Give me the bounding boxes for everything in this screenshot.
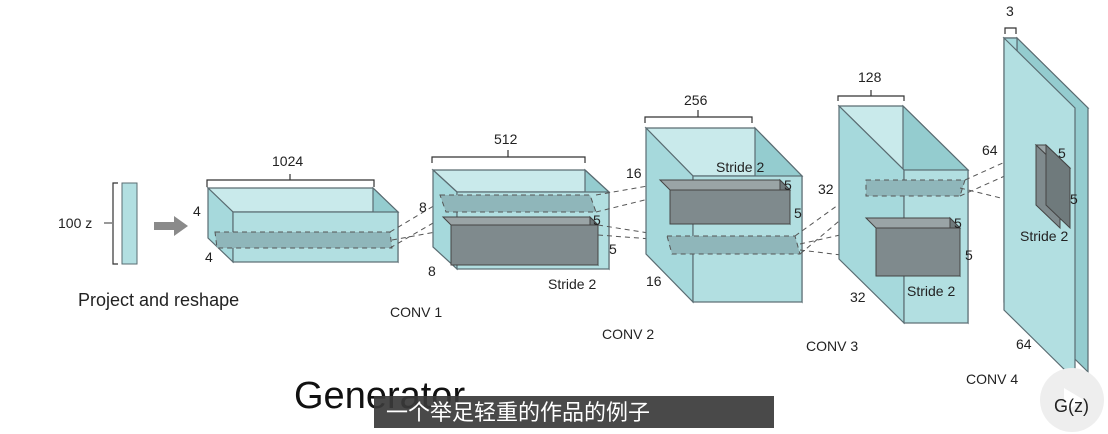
- block2-stride: Stride 2: [716, 159, 764, 175]
- block-1024: 1024 4 4: [193, 153, 400, 265]
- block2-width: 256: [684, 92, 708, 108]
- kernel-2: [658, 178, 792, 226]
- block3-height: 32: [818, 181, 834, 197]
- block-512: 512 8 8 5 5 Stride 2 CONV 1: [390, 131, 617, 320]
- block4-width: 3: [1006, 3, 1014, 19]
- block1-height: 8: [419, 199, 427, 215]
- subtitle-bar: 一个举足轻重的作品的例子: [374, 396, 774, 428]
- block4-stride: Stride 2: [1020, 228, 1068, 244]
- subtitle-text: 一个举足轻重的作品的例子: [386, 401, 650, 426]
- block4-height: 64: [982, 142, 998, 158]
- block2-kernel-w: 5: [794, 205, 802, 221]
- block2-kernel-h: 5: [784, 177, 792, 193]
- block3-depth: 32: [850, 289, 866, 305]
- input-bracket: [112, 182, 118, 265]
- block4-depth: 64: [1016, 336, 1032, 352]
- conv4-caption: CONV 4: [966, 371, 1018, 387]
- block3-width: 128: [858, 69, 882, 85]
- z-vector-bar: [121, 182, 138, 265]
- block2-depth: 16: [646, 273, 662, 289]
- block-128: 128 32 32 5 5 Stride 2 CONV 3: [806, 69, 973, 354]
- kernel-4: [1034, 143, 1072, 230]
- block1-kernel-w: 5: [609, 241, 617, 257]
- block0-width: 1024: [272, 153, 303, 169]
- conv3-caption: CONV 3: [806, 338, 858, 354]
- block3-kernel-w: 5: [965, 247, 973, 263]
- block3-kernel-h: 5: [954, 215, 962, 231]
- conv2-caption: CONV 2: [602, 326, 654, 342]
- block0-height: 4: [193, 203, 201, 219]
- kernel-1: [441, 215, 600, 267]
- block4-kernel-h: 5: [1058, 145, 1066, 161]
- block0-depth: 4: [205, 249, 213, 265]
- block-output: 3 64 64 5 5 Stride 2 CONV 4: [966, 3, 1090, 387]
- block1-kernel-h: 5: [593, 212, 601, 228]
- output-badge: G(z): [1040, 368, 1104, 432]
- block-256: 256 16 16 Stride 2 5 5 CONV 2: [602, 92, 804, 342]
- block3-stride: Stride 2: [907, 283, 955, 299]
- block1-width: 512: [494, 131, 518, 147]
- input-label: 100 z: [58, 215, 92, 231]
- block2-height: 16: [626, 165, 642, 181]
- block1-stride: Stride 2: [548, 276, 596, 292]
- input-vector: 100 z: [58, 182, 138, 265]
- kernel-3: [864, 216, 962, 278]
- project-arrow: [154, 216, 188, 236]
- block4-kernel-w: 5: [1070, 191, 1078, 207]
- conv1-caption: CONV 1: [390, 304, 442, 320]
- block1-depth: 8: [428, 263, 436, 279]
- project-caption: Project and reshape: [78, 290, 239, 310]
- output-label: G(z): [1054, 396, 1089, 416]
